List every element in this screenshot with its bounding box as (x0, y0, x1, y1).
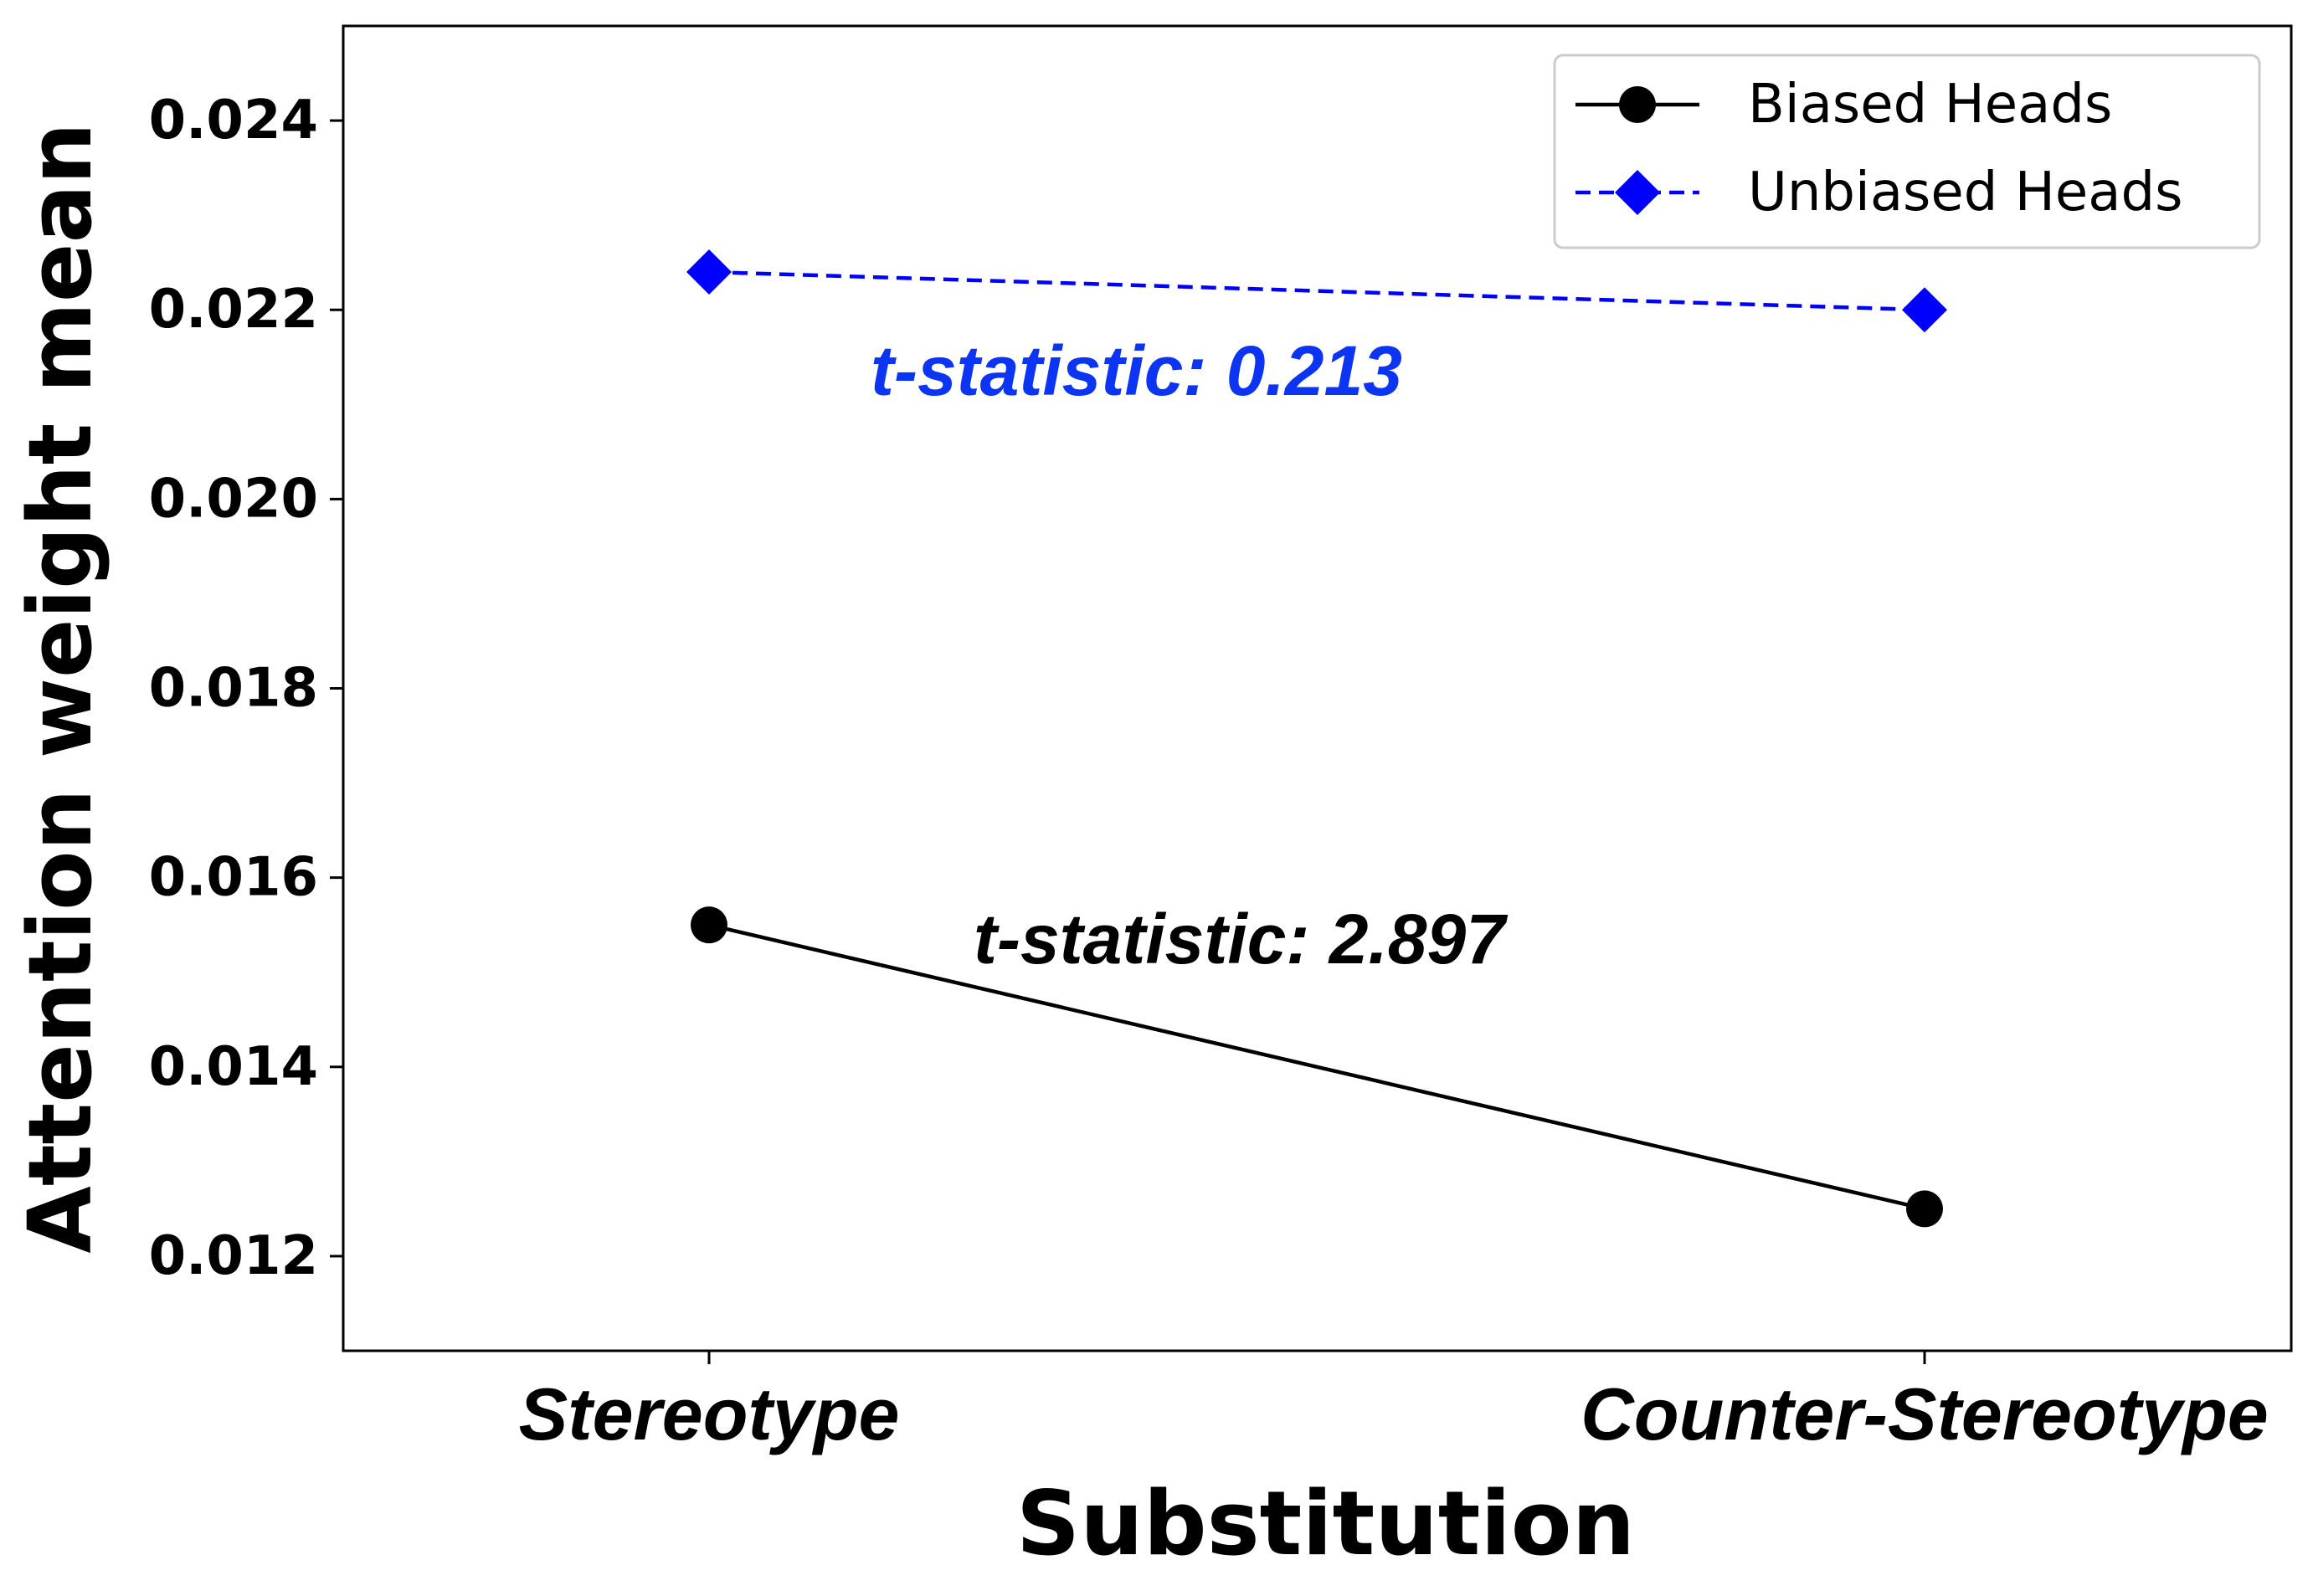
x-tick-label: Stereotype (519, 1373, 900, 1455)
y-axis-title: Attention weight mean (9, 122, 111, 1253)
legend-label: Biased Heads (1748, 74, 2112, 136)
y-tick-label: 0.012 (149, 1225, 318, 1287)
legend-marker-diamond (1615, 170, 1660, 215)
series-line-biased-heads (708, 922, 1925, 1211)
data-point-biased-heads (1906, 1190, 1943, 1228)
y-tick-label: 0.014 (149, 1036, 318, 1098)
legend-box (1553, 54, 2261, 249)
series-line-unbiased-heads (708, 269, 1925, 312)
y-tick-label: 0.016 (149, 847, 318, 909)
y-tick-label: 0.018 (149, 658, 318, 720)
data-point-unbiased-heads (1902, 287, 1947, 333)
x-tick-label: Counter-Stereotype (1581, 1373, 2268, 1455)
annotation-unbiased-t-statistic: t-statistic: 0.213 (871, 331, 1402, 410)
y-tick-label: 0.022 (149, 279, 318, 341)
y-tick-label: 0.020 (149, 468, 318, 530)
legend-label: Unbiased Heads (1748, 162, 2182, 223)
y-tick-label: 0.024 (149, 90, 318, 151)
annotation-biased-t-statistic: t-statistic: 2.897 (974, 900, 1508, 978)
data-point-unbiased-heads (686, 249, 732, 295)
data-point-biased-heads (691, 906, 727, 944)
x-axis-title: Substitution (1016, 1472, 1635, 1575)
legend-marker-circle (1619, 86, 1656, 123)
